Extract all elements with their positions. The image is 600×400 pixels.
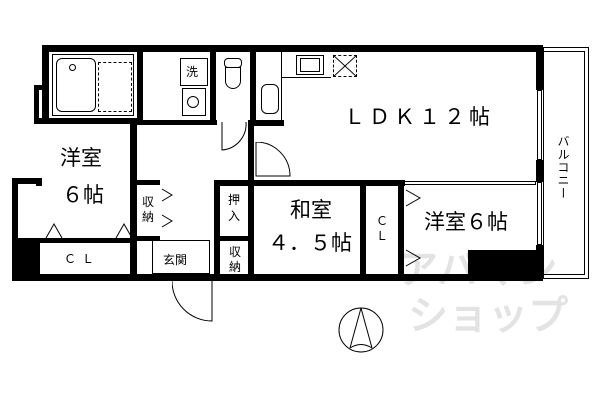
wall-cl-right-east bbox=[398, 180, 404, 280]
wall-top bbox=[42, 45, 542, 52]
kitchen-counter-line bbox=[281, 52, 282, 120]
ldk-label: ＬＤＫ１２帖 bbox=[344, 105, 494, 129]
wall-west-step bbox=[12, 178, 42, 184]
wall-notch bbox=[34, 85, 49, 90]
folding-door-cl-right-icon bbox=[405, 189, 422, 267]
wall-toilet-ldk bbox=[250, 45, 256, 125]
wall-step-joint bbox=[36, 178, 42, 186]
wall-left-lower bbox=[12, 178, 18, 280]
wall-wash-bottom bbox=[137, 120, 217, 125]
door-toilet-icon[interactable] bbox=[220, 122, 260, 162]
wall-right-top bbox=[536, 45, 543, 90]
storage-hall-label-2: 納 bbox=[142, 210, 155, 224]
kitchen-sink-icon bbox=[261, 84, 279, 114]
western-room-left-label-2: ６帖 bbox=[62, 183, 104, 207]
wall-corner-block-right bbox=[468, 250, 538, 280]
door-ldk-icon[interactable] bbox=[254, 142, 304, 182]
partition-ldk-bedroom bbox=[404, 181, 536, 185]
storage-entrance-label-1: 収 bbox=[229, 245, 242, 259]
western-room-left-label-1: 洋室 bbox=[60, 146, 102, 170]
folding-door-cl-left-icon bbox=[45, 222, 133, 239]
stove-burners bbox=[300, 58, 320, 72]
bathtub-icon bbox=[56, 58, 96, 112]
wall-oshiire-bottom bbox=[214, 236, 254, 241]
wall-cl-right-top bbox=[360, 180, 405, 186]
entrance-floor bbox=[152, 240, 210, 274]
entrance-label: 玄関 bbox=[163, 253, 188, 267]
wall-storage-top bbox=[130, 180, 160, 185]
basin-icon bbox=[187, 96, 199, 108]
wall-bath-bottom bbox=[34, 118, 139, 124]
wall-japanese-top bbox=[214, 180, 374, 186]
wash-basin bbox=[182, 88, 206, 116]
wall-bottom bbox=[12, 274, 542, 281]
wall-kitchen-bottom bbox=[250, 120, 284, 126]
fridge-space bbox=[333, 55, 357, 77]
wall-corner-block bbox=[18, 238, 40, 278]
window-ldk bbox=[537, 90, 542, 160]
front-door-icon[interactable] bbox=[172, 281, 217, 326]
closet-left-label: ＣＬ bbox=[64, 252, 101, 266]
wall-left-upper bbox=[42, 45, 49, 123]
washer-box bbox=[180, 58, 208, 86]
watermark-line2: ショップ bbox=[408, 293, 568, 339]
western-room-right-label: 洋室６帖 bbox=[424, 210, 508, 234]
fridge-cross-icon bbox=[333, 55, 357, 77]
kitchen-counter-line-h bbox=[281, 77, 331, 78]
wall-cl-top bbox=[18, 238, 134, 243]
wall-right-mid bbox=[536, 160, 543, 182]
stove-icon bbox=[296, 55, 324, 75]
washer-label: 洗 bbox=[186, 65, 199, 79]
wall-storage-bottom bbox=[130, 236, 160, 241]
balcony-inner bbox=[543, 51, 585, 275]
window-bedroom-right bbox=[537, 182, 542, 245]
toilet-bowl-icon bbox=[225, 67, 241, 89]
wall-hall-east bbox=[248, 120, 254, 280]
storage-hall-label-1: 収 bbox=[142, 195, 155, 209]
closet-right-label-1: Ｃ bbox=[376, 214, 389, 228]
shower-area bbox=[98, 62, 132, 112]
wall-japanese-east bbox=[360, 180, 366, 280]
north-compass-icon bbox=[338, 307, 384, 353]
oshiire-label-2: 入 bbox=[228, 209, 241, 223]
wall-oshiire-west bbox=[214, 180, 220, 280]
closet-right-label-2: Ｌ bbox=[376, 229, 389, 243]
wall-right-bottom bbox=[536, 245, 543, 281]
wall-bath-wash bbox=[137, 45, 143, 125]
folding-door-storage-icon bbox=[161, 188, 173, 228]
wall-wash-toilet bbox=[210, 45, 216, 125]
wall-west-room-east bbox=[130, 120, 137, 280]
drain-icon bbox=[69, 64, 76, 71]
balcony-label: バルコニー bbox=[556, 135, 570, 200]
oshiire-label-1: 押 bbox=[228, 193, 241, 207]
bathroom-unit bbox=[52, 54, 134, 116]
wall-notch-left bbox=[34, 85, 39, 123]
storage-entrance-label-2: 納 bbox=[229, 260, 242, 274]
japanese-room-label-1: 和室 bbox=[290, 198, 332, 222]
japanese-room-label-2: ４．５帖 bbox=[268, 231, 352, 255]
